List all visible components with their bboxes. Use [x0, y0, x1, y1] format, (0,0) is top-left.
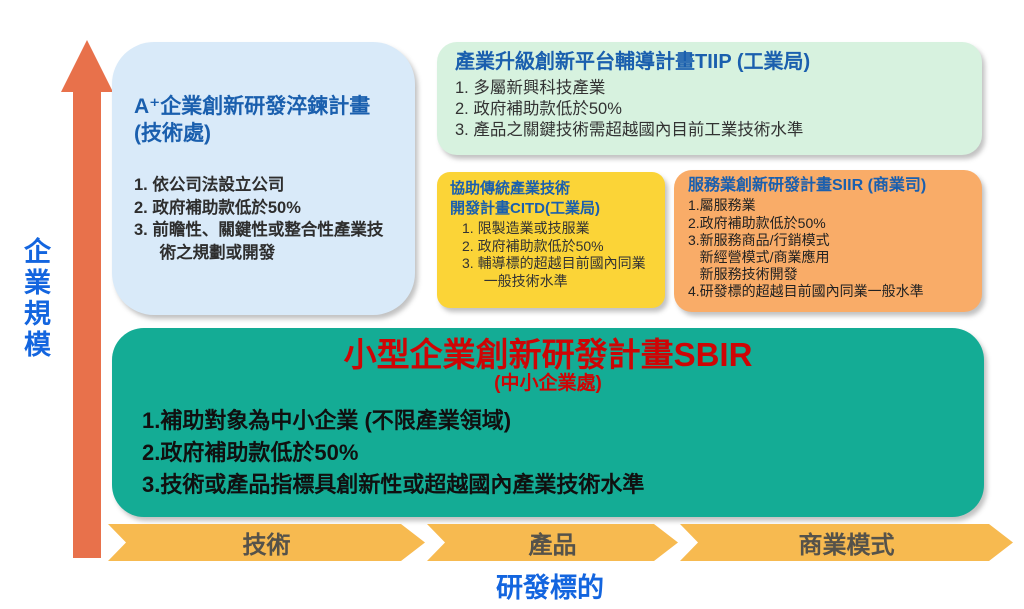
box-items: 1. 多屬新興科技產業 2. 政府補助款低於50% 3. 產品之關鍵技術需超越國內目…	[455, 78, 966, 142]
box-title-line2: 開發計畫CITD(工業局)	[450, 199, 600, 217]
stage-chevron-business-model: 商業模式	[680, 524, 1013, 561]
list-item: 3. 產品之關鍵技術需超越國內目前工業技術水準	[455, 121, 804, 140]
list-item: 3.技術或產品指標具創新性或超越國內產業技術水準	[142, 471, 645, 497]
stage-label: 商業模式	[798, 532, 895, 559]
box-items: 1.補助對象為中小企業 (不限產業領域) 2.政府補助款低於50% 3.技術或產品指…	[142, 405, 954, 501]
list-item: 3. 輔導標的超越目前國內同業一般技術水準	[462, 255, 646, 289]
y-axis-arrow-head-icon	[61, 40, 113, 92]
box-title: 服務業創新研發計畫SIIR (商業司)	[688, 177, 927, 194]
list-item: 4.研發標的超越目前國內同業一般水準	[688, 282, 924, 299]
y-axis-label: 企業規模	[20, 237, 50, 361]
box-title: 小型企業創新研發計畫SBIR	[343, 336, 753, 373]
box-title: 產業升級創新平台輔導計畫TIIP (工業局)	[455, 51, 811, 73]
list-item: 1. 依公司法設立公司	[134, 175, 285, 194]
list-item: 1. 多屬新興科技產業	[455, 78, 606, 97]
list-item: 2. 政府補助款低於50%	[462, 237, 604, 254]
list-item: 3. 前瞻性、關鍵性或整合性產業技術之規劃或開發	[134, 221, 384, 263]
list-item: 1. 限製造業或技服業	[462, 220, 590, 236]
box-items: 1. 依公司法設立公司 2. 政府補助款低於50% 3. 前瞻性、關鍵性或整合性產業…	[134, 174, 395, 265]
stage-label: 技術	[242, 532, 291, 559]
list-item: 1.補助對象為中小企業 (不限產業領域)	[142, 407, 512, 433]
program-box-tiip: 產業升級創新平台輔導計畫TIIP (工業局) 1. 多屬新興科技產業 2. 政府補…	[437, 42, 982, 155]
program-box-aplus: A⁺企業創新研發淬鍊計畫 (技術處) 1. 依公司法設立公司 2. 政府補助款低於…	[112, 42, 415, 315]
program-box-sbir: 小型企業創新研發計畫SBIR (中小企業處) 1.補助對象為中小企業 (不限產業…	[112, 328, 984, 517]
stage-label: 產品	[528, 532, 577, 559]
box-title-text: A⁺企業創新研發淬鍊計畫	[134, 95, 371, 118]
x-axis-label: 研發標的	[496, 573, 604, 603]
stage-chevron-product: 產品	[427, 524, 678, 561]
box-title-line1: 協助傳統產業技術	[450, 180, 571, 197]
box-subtitle: (中小企業處)	[494, 372, 602, 394]
list-item: 2.政府補助款低於50%	[142, 439, 359, 465]
list-item: 2.政府補助款低於50%	[688, 214, 826, 231]
box-title: A⁺企業創新研發淬鍊計畫 (技術處)	[134, 94, 395, 148]
box-title: 協助傳統產業技術 開發計畫CITD(工業局)	[450, 179, 647, 218]
box-org: (技術處)	[134, 121, 211, 145]
list-item: 2. 政府補助款低於50%	[134, 198, 301, 217]
list-item: 新經營模式/商業應用	[688, 248, 830, 265]
list-item: 新服務技術開發	[688, 265, 798, 282]
list-item: 1.屬服務業	[688, 197, 756, 214]
stage-chevron-technology: 技術	[108, 524, 425, 561]
y-axis-arrow-body	[73, 90, 101, 558]
list-item: 3.新服務商品/行銷模式	[688, 231, 830, 248]
list-item: 2. 政府補助款低於50%	[455, 100, 622, 119]
